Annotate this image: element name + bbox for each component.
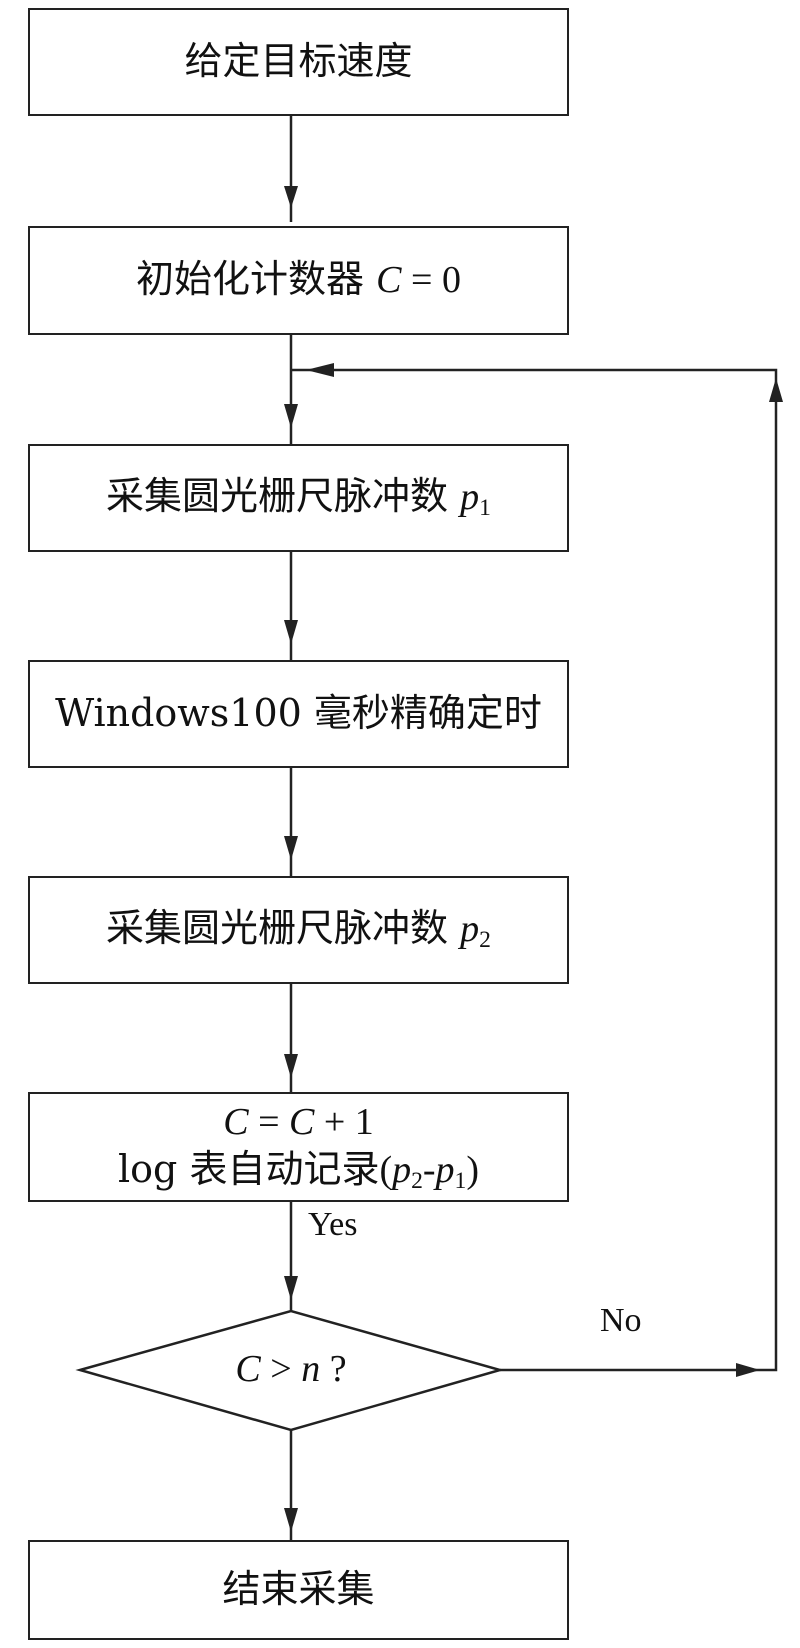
var-p: p [460,475,480,518]
step-label: 采集圆光栅尺脉冲数 p2 [106,905,491,955]
step-end-sampling: 结束采集 [28,1540,569,1640]
var-p: p [460,907,480,950]
step-set-target-speed: 给定目标速度 [28,8,569,116]
yes-label: Yes [308,1206,358,1243]
arrowhead [736,1363,760,1377]
step-sample-p2: 采集圆光栅尺脉冲数 p2 [28,876,569,984]
step-increment-log: C = C + 1 log 表自动记录(p2-p1) [28,1092,569,1202]
step-windows-timer: Windows100 毫秒精确定时 [28,660,569,768]
arrowhead [284,620,298,644]
arrowhead [284,1054,298,1078]
step-label: 初始化计数器 C = 0 [136,256,461,305]
step-label: Windows100 毫秒精确定时 [55,691,542,736]
step-text: 采集圆光栅尺脉冲数 [106,905,449,950]
increment-line: C = C + 1 [223,1100,374,1143]
step-label: 采集圆光栅尺脉冲数 p1 [106,473,491,523]
step-label: 结束采集 [222,1567,375,1612]
arrowhead [284,1508,298,1532]
arrowhead [306,363,334,377]
no-label: No [600,1302,642,1339]
arrowhead [284,1276,298,1300]
step-text: 初始化计数器 [136,257,365,302]
loop-no-path [291,368,778,1372]
subscript: 2 [479,926,491,953]
equals-zero: = 0 [401,259,461,302]
decision-condition: C > n ? [235,1348,347,1390]
step-init-counter: 初始化计数器 C = 0 [28,226,569,335]
arrowhead [284,186,298,208]
arrowhead [284,404,298,428]
step-sample-p1: 采集圆光栅尺脉冲数 p1 [28,444,569,552]
arrowhead [769,378,783,402]
arrowhead [284,836,298,860]
var-c: C [376,259,402,302]
decision-diamond [75,1309,505,1432]
step-text: 采集圆光栅尺脉冲数 [106,473,449,518]
step-label: 给定目标速度 [184,39,413,84]
subscript: 1 [479,494,491,521]
log-line: log 表自动记录(p2-p1) [118,1147,479,1194]
